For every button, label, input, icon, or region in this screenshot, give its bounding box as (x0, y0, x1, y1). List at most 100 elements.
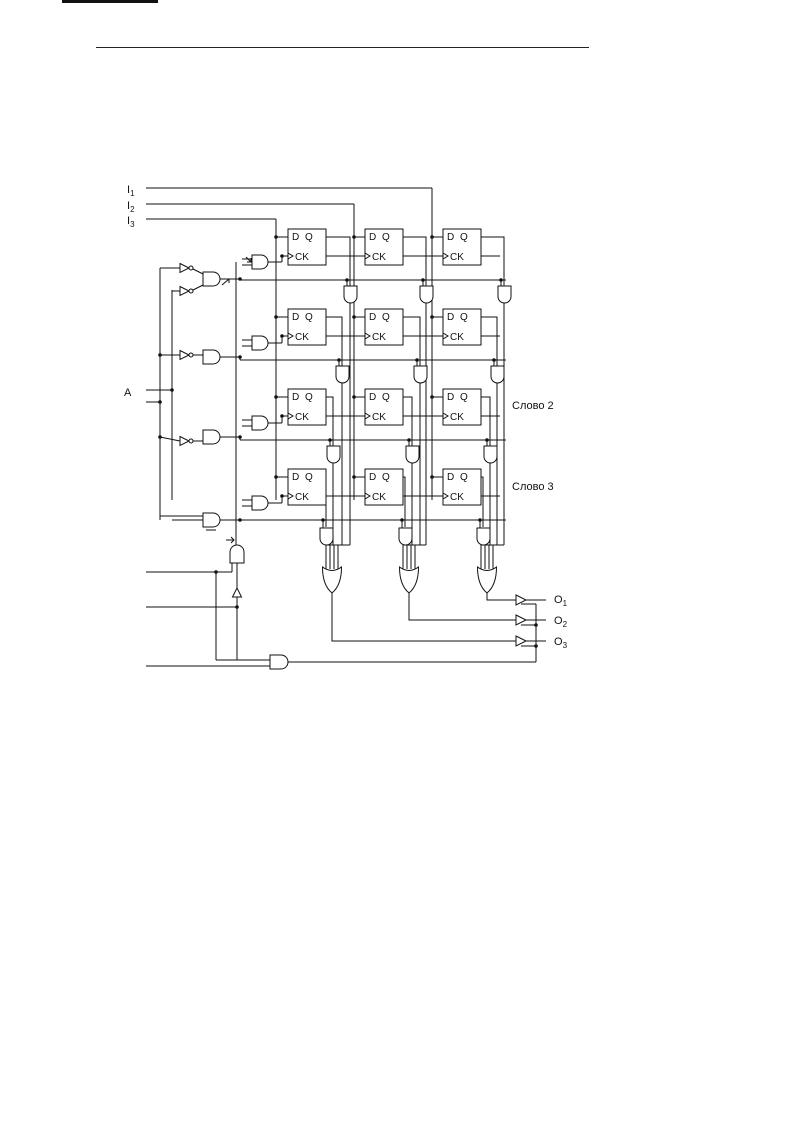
junction-dot (534, 644, 538, 648)
read-and-r1-c1 (343, 285, 358, 304)
flip-flop-box (442, 308, 482, 346)
read-and-r3-c1 (326, 445, 341, 464)
flip-flop-d-label: D (447, 232, 454, 243)
write-and-4 (251, 495, 269, 511)
circuit-gates (179, 254, 528, 670)
flip-flop-d-label: D (447, 392, 454, 403)
read-and-r4-c2 (398, 527, 413, 546)
inverter-bubble (188, 265, 194, 271)
q-output-wire (403, 476, 406, 527)
write-and-1 (251, 254, 269, 270)
decoder-input-wire (159, 436, 181, 442)
flip-flop-d-label: D (292, 232, 299, 243)
flip-flop-box (287, 308, 327, 346)
flip-flop-q-label: Q (305, 392, 313, 403)
flip-flop-box (364, 468, 404, 506)
junction-dot (421, 278, 425, 282)
flip-flop-box (442, 388, 482, 426)
flip-flop-ck-label: CK (372, 332, 386, 343)
flip-flop-q-label: Q (382, 312, 390, 323)
junction-dot (274, 315, 278, 319)
input-label-i1: I1 (127, 184, 135, 198)
clock-edge-marker (287, 332, 294, 340)
flip-flop-ck-label: CK (372, 412, 386, 423)
page-top-marker (62, 0, 158, 3)
junction-dot (328, 438, 332, 442)
flip-flop-d-label: D (369, 392, 376, 403)
flip-flop-q-label: Q (305, 472, 313, 483)
write-and-3 (251, 415, 269, 431)
circuit-wires (146, 187, 546, 667)
q-output-wire (326, 316, 343, 367)
q-output-wire (403, 316, 421, 367)
junction-dot (158, 353, 162, 357)
junction-dot (274, 235, 278, 239)
flip-flop-box (364, 308, 404, 346)
inverter-bubble (188, 438, 194, 444)
junction-dot (337, 358, 341, 362)
output-enable-and (269, 654, 289, 670)
read-and-r4-c1 (319, 527, 334, 546)
junction-dot (478, 518, 482, 522)
flip-flop-ck-label: CK (372, 492, 386, 503)
output-wire-3 (331, 593, 516, 642)
flip-flop-box (442, 228, 482, 266)
clock-edge-marker (442, 252, 449, 260)
arrow-mark (245, 256, 252, 263)
output-label-o3: O3 (554, 636, 568, 650)
flip-flop-ck-label: CK (450, 252, 464, 263)
flip-flop-box (364, 388, 404, 426)
flip-flop-ck-label: CK (295, 492, 309, 503)
inverter-b-2 (179, 435, 191, 447)
flip-flop-ck-label: CK (295, 332, 309, 343)
read-and-r2-c3 (490, 365, 505, 384)
read-and-r3-c3 (483, 445, 498, 464)
clock-edge-marker (364, 412, 371, 420)
junction-dot (499, 278, 503, 282)
junction-dot (158, 400, 162, 404)
q-output-wire (481, 396, 491, 447)
q-output-wire (326, 236, 351, 287)
flip-flop-d-label: D (292, 472, 299, 483)
junction-dot (274, 475, 278, 479)
junction-dot (407, 438, 411, 442)
flip-flop-q-label: Q (382, 472, 390, 483)
read-and-r3-c2 (405, 445, 420, 464)
arrow-mark (226, 536, 235, 544)
flip-flop-box (287, 468, 327, 506)
junction-dot (352, 395, 356, 399)
junction-dot (238, 355, 242, 359)
clock-edge-marker (442, 412, 449, 420)
flip-flop-d-label: D (369, 312, 376, 323)
read-and-r1-c3 (497, 285, 512, 304)
header-rule (96, 47, 589, 48)
flip-flop-d-label: D (447, 472, 454, 483)
inverter-a-2 (179, 349, 191, 361)
junction-dot (352, 235, 356, 239)
output-or-3 (476, 566, 498, 594)
junction-dot (238, 518, 242, 522)
inverter-b-1 (179, 285, 191, 297)
output-buffer-3 (515, 635, 528, 647)
clock-edge-marker (364, 492, 371, 500)
junction-dot (214, 570, 218, 574)
inverter-bubble (188, 288, 194, 294)
read-and-r1-c2 (419, 285, 434, 304)
output-or-2 (398, 566, 420, 594)
write-enable-and (229, 544, 245, 564)
decoder-and-3 (202, 429, 221, 445)
read-and-r2-c1 (335, 365, 350, 384)
q-output-wire (403, 396, 413, 447)
read-and-r2-c2 (413, 365, 428, 384)
clock-edge-marker (442, 332, 449, 340)
junction-dot (430, 315, 434, 319)
output-buffer-1 (515, 594, 528, 606)
flip-flop-q-label: Q (460, 312, 468, 323)
